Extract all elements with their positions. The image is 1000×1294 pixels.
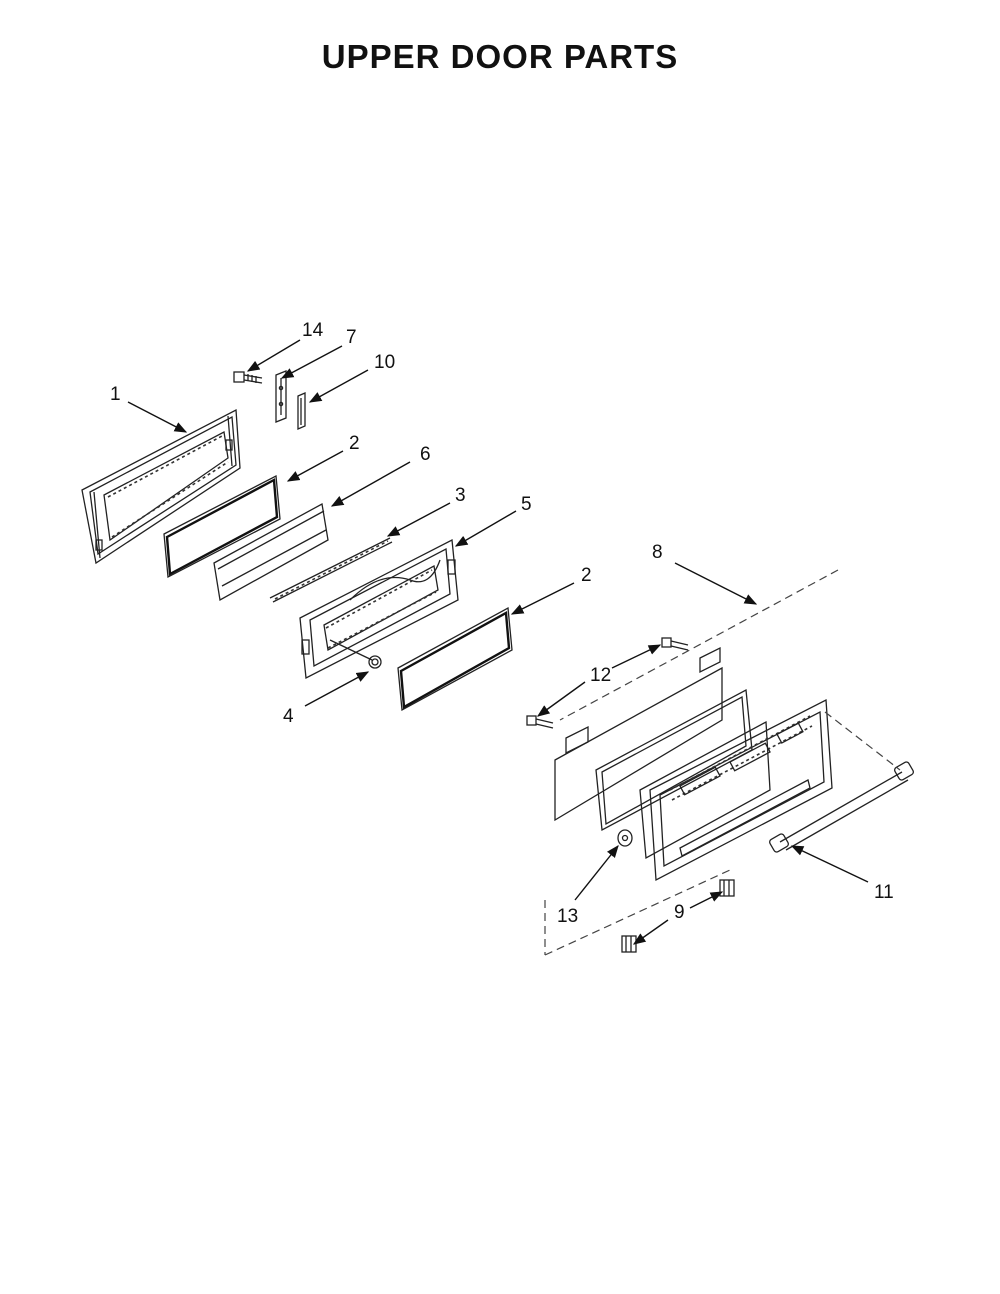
outer-door-panel xyxy=(649,698,833,882)
part-12-screw-upper xyxy=(661,637,689,651)
leader-7 xyxy=(280,345,343,379)
callout-4: 4 xyxy=(283,706,294,727)
leader-14 xyxy=(246,339,301,372)
part-8-bracket-upper xyxy=(699,646,721,674)
callout-3: 3 xyxy=(455,485,466,506)
callout-6: 6 xyxy=(420,444,431,465)
part-7-hinge-bracket xyxy=(275,370,287,423)
part-10-hinge-pin xyxy=(297,392,306,430)
callout-10: 10 xyxy=(374,352,395,373)
page-title: UPPER DOOR PARTS xyxy=(321,38,679,75)
leader-9-left xyxy=(632,919,669,945)
leader-2b xyxy=(510,582,575,615)
part-11-door-handle xyxy=(769,761,914,853)
part-1-outer-frame xyxy=(81,408,241,565)
callout-8: 8 xyxy=(652,542,663,563)
leader-9-right xyxy=(689,891,724,909)
part-4-screw xyxy=(329,639,382,669)
leader-12-lower xyxy=(536,681,586,717)
leader-3 xyxy=(386,502,451,537)
callout-11: 11 xyxy=(874,882,894,903)
leader-12-upper xyxy=(611,644,662,669)
callout-7: 7 xyxy=(346,327,357,348)
callout-14: 14 xyxy=(302,320,324,341)
callout-9: 9 xyxy=(674,902,685,923)
leader-5 xyxy=(454,510,517,547)
part-2-glass-panel-lower xyxy=(397,606,513,712)
part-9-clip-left xyxy=(621,935,637,953)
part-12-screw-lower xyxy=(526,715,554,729)
leader-1 xyxy=(127,401,188,433)
leader-11 xyxy=(790,845,869,883)
part-6-glass-panel xyxy=(213,502,329,602)
leader-10 xyxy=(308,369,369,403)
part-14-screw xyxy=(233,371,263,384)
leader-2a xyxy=(286,450,344,482)
handle-mount-line xyxy=(824,711,901,771)
leader-13 xyxy=(574,845,619,901)
part-2-glass-panel-upper xyxy=(163,474,281,579)
part-9-clip-right xyxy=(719,879,735,897)
leader-8 xyxy=(674,562,758,605)
part-8-vent-panel xyxy=(554,666,723,822)
callout-13: 13 xyxy=(557,906,578,927)
part-8-bracket-lower xyxy=(565,725,589,755)
callout-12: 12 xyxy=(590,665,611,686)
callout-2-lower: 2 xyxy=(581,565,592,586)
part-5-inner-frame xyxy=(299,538,459,680)
callout-1: 1 xyxy=(110,384,121,405)
glass-insert xyxy=(639,720,771,860)
part-3-trim-strip xyxy=(269,537,393,603)
callout-2-upper: 2 xyxy=(349,433,360,454)
leader-4 xyxy=(304,671,370,707)
lower-axis-line-diag xyxy=(544,869,731,956)
assembly-axis-line xyxy=(559,569,839,721)
part-13-washer xyxy=(617,829,633,847)
leader-6 xyxy=(330,461,411,507)
callout-5: 5 xyxy=(521,494,532,515)
